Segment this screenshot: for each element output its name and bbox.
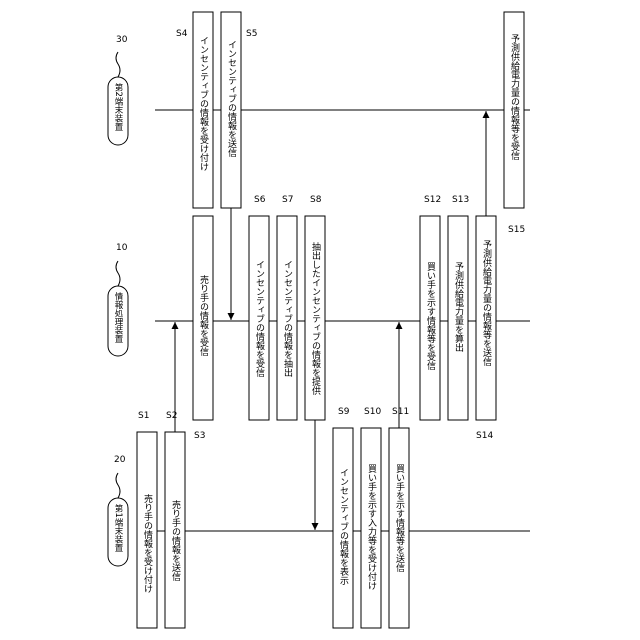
svg-text:予測供給電力量の情報等を送信: 予測供給電力量の情報等を送信 [481,240,492,367]
step-id: S8 [310,195,322,205]
step-id: S5 [246,29,257,39]
step-box-s2: 売り手の情報を送信 S2 [165,411,185,628]
step-box-s11: 買い手を示す情報等を送信 S11 [389,407,409,628]
svg-text:インセンティブの情報を受信: インセンティブの情報を受信 [254,260,265,378]
step-box-s7: インセンティブの情報を抽出 S7 [277,195,297,420]
step-box-s3: 売り手の情報を受信 S3 [193,216,213,441]
step-id: S10 [364,407,381,417]
ref-numeral-30: 30 [116,35,128,77]
svg-text:売り手の情報を受け付け: 売り手の情報を受け付け [142,493,153,593]
lifeline-head-first-terminal: 第1端末装置 [108,498,128,566]
svg-text:予測供給電力量の情報等を受信: 予測供給電力量の情報等を受信 [509,34,520,161]
step-box-s8: 抽出したインセンティブの情報を提供 S8 [305,195,325,420]
step-box-s10: 買い手を示す入力等を受け付け S10 [361,407,381,628]
step-id: S11 [392,407,409,417]
step-box-s9: インセンティブの情報を表示 S9 [333,407,353,628]
step-id: S14 [476,431,493,441]
step-box-s1: 売り手の情報を受け付け S1 [137,411,157,628]
step-id: S1 [138,411,149,421]
lifeline-label: 第2端末装置 [113,82,123,130]
svg-text:インセンティブの情報を表示: インセンティブの情報を表示 [338,468,349,585]
lifeline-label: 第1端末装置 [113,503,123,551]
svg-text:予測供給電力量を算出: 予測供給電力量を算出 [453,262,464,353]
step-id: S15 [508,225,525,235]
ref-numeral-20: 20 [114,455,126,498]
svg-text:30: 30 [116,35,128,45]
svg-text:売り手の情報を受信: 売り手の情報を受信 [198,274,209,357]
lifeline-label: 情報処理装置 [113,291,123,343]
step-id: S2 [166,411,177,421]
step-id: S9 [338,407,350,417]
step-id: S3 [194,431,205,441]
svg-text:インセンティブの情報を送信: インセンティブの情報を送信 [226,40,237,158]
lifeline-head-second-terminal: 第2端末装置 [108,77,128,145]
step-box-s15: 予測供給電力量の情報等を受信 S15 [504,12,525,235]
step-id: S13 [452,195,469,205]
step-id: S7 [282,195,293,205]
svg-text:20: 20 [114,455,126,465]
svg-text:インセンティブの情報を受け付け: インセンティブの情報を受け付け [198,36,209,171]
svg-text:売り手の情報を送信: 売り手の情報を送信 [170,499,181,582]
svg-text:インセンティブの情報を抽出: インセンティブの情報を抽出 [282,260,293,378]
svg-text:買い手を示す情報等を受信: 買い手を示す情報等を受信 [425,262,436,371]
svg-text:抽出したインセンティブの情報を提供: 抽出したインセンティブの情報を提供 [310,241,321,396]
svg-text:買い手を示す入力等を受け付け: 買い手を示す入力等を受け付け [366,464,377,590]
lifeline-head-info-processing: 情報処理装置 [108,286,128,356]
svg-text:買い手を示す情報等を送信: 買い手を示す情報等を送信 [394,464,405,573]
step-box-s6: インセンティブの情報を受信 S6 [249,195,269,420]
svg-text:10: 10 [116,243,128,253]
step-id: S4 [176,29,188,39]
step-id: S6 [254,195,266,205]
step-box-s13: 予測供給電力量を算出 S13 [448,195,469,420]
step-id: S12 [424,195,441,205]
ref-numeral-10: 10 [116,243,128,286]
step-box-s14: 予測供給電力量の情報等を送信 S14 [476,216,496,441]
step-box-s12: 買い手を示す情報等を受信 S12 [420,195,441,420]
